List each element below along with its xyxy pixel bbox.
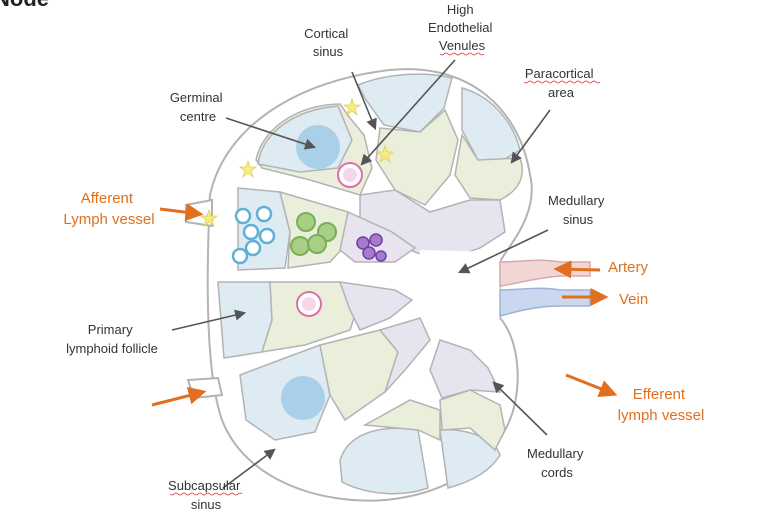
arrow-medullary-cords xyxy=(492,381,548,436)
label-line: Primary xyxy=(88,322,133,337)
label-line: Cortical xyxy=(304,26,348,41)
label-hev: High Endothelial Venules xyxy=(428,2,496,53)
label-line: sinus xyxy=(313,44,344,59)
b-cell xyxy=(234,207,252,225)
t-cell xyxy=(290,236,310,256)
label-line: Germinal xyxy=(170,90,223,105)
dendritic-cell-star-icon xyxy=(342,97,362,117)
paracortex-bottom-right xyxy=(439,389,506,452)
label-line: Venules xyxy=(439,38,486,53)
arrow-artery-in xyxy=(553,260,601,279)
hev-cell-primary-inner xyxy=(302,297,316,311)
plasma-cell xyxy=(356,236,370,250)
paracortex-bottom xyxy=(362,399,441,442)
title-fragment: Node xyxy=(0,0,49,11)
arrow-cortical-sinus xyxy=(351,71,377,131)
label-afferent: Afferent Lymph vessel xyxy=(63,190,154,228)
plasma-cell xyxy=(369,233,383,247)
arrow-hev xyxy=(360,59,456,166)
arrow-efferent xyxy=(565,373,618,398)
medulla-primary xyxy=(338,281,414,331)
artery xyxy=(499,259,591,287)
t-cell xyxy=(296,212,316,232)
plasma-cell xyxy=(362,246,376,260)
label-line: Paracortical xyxy=(525,66,594,81)
arrow-germinal-centre xyxy=(225,117,317,150)
arrow-primary-follicle xyxy=(171,309,247,331)
spellcheck-underline-subcapsular xyxy=(169,492,243,496)
arrow-medullary-sinus xyxy=(457,229,549,274)
b-cells xyxy=(231,205,276,265)
arrow-subcapsular-sinus xyxy=(222,448,276,489)
label-vein: Vein xyxy=(619,291,648,308)
medulla-bottom-left xyxy=(378,317,431,393)
label-germinal: Germinal centre xyxy=(170,90,226,124)
follicle-bottom xyxy=(339,427,429,495)
medulla-bottom-right xyxy=(429,339,502,399)
germinal-centre xyxy=(296,125,340,169)
label-line: High xyxy=(447,2,474,17)
dendritic-cell-star-icon xyxy=(375,144,395,164)
label-primary-follicle: Primary lymphoid follicle xyxy=(66,322,158,356)
label-paracortical: Paracortical area xyxy=(525,66,597,100)
label-line: Endothelial xyxy=(428,20,492,35)
label-line: area xyxy=(548,85,575,100)
paracortex-top-middle xyxy=(375,108,459,206)
label-line: sinus xyxy=(191,497,222,512)
arrow-afferent xyxy=(159,203,204,222)
t-cells xyxy=(290,212,337,256)
dendritic-cell-star-icon xyxy=(238,159,258,179)
plasma-cells xyxy=(356,233,387,262)
vein xyxy=(499,287,591,317)
label-line: Afferent xyxy=(81,190,134,207)
arrow-paracortical xyxy=(510,109,551,164)
b-cell xyxy=(258,227,276,245)
label-line: centre xyxy=(180,109,216,124)
hev-cell-inner xyxy=(343,168,357,182)
spellcheck-underline-venules xyxy=(439,52,485,56)
t-cell xyxy=(307,234,327,254)
follicle-bottom-right xyxy=(439,429,501,489)
pointer-arrows xyxy=(171,59,551,489)
label-efferent: Efferent lymph vessel xyxy=(618,386,705,424)
label-medullary-cords: Medullary cords xyxy=(527,446,587,480)
label-line: cords xyxy=(541,465,573,480)
label-line: Efferent xyxy=(633,386,686,403)
label-cortical-sinus: Cortical sinus xyxy=(304,26,352,59)
label-medullary-sinus: Medullary sinus xyxy=(548,193,608,227)
plasma-cell xyxy=(375,250,387,262)
label-subcapsular: Subcapsular sinus xyxy=(168,478,244,512)
b-cell xyxy=(231,247,249,265)
label-line: lymphoid follicle xyxy=(66,341,158,356)
label-line: lymph vessel xyxy=(618,407,705,424)
label-line: Medullary xyxy=(527,446,584,461)
flow-arrows xyxy=(151,203,618,407)
label-line: Lymph vessel xyxy=(63,211,154,228)
b-cell xyxy=(242,223,260,241)
b-cell xyxy=(244,239,262,257)
medullary-sinus-hilum xyxy=(415,250,500,320)
arrow-afferent-lower xyxy=(151,386,207,407)
b-cell xyxy=(255,205,273,223)
spellcheck-underline-paracortical xyxy=(523,80,601,84)
label-line: Medullary xyxy=(548,193,605,208)
label-line: Subcapsular xyxy=(168,478,241,493)
germinal-centre-bottom xyxy=(281,376,325,420)
label-line: sinus xyxy=(563,212,594,227)
dendritic-cells xyxy=(199,97,395,228)
label-artery: Artery xyxy=(608,259,649,276)
